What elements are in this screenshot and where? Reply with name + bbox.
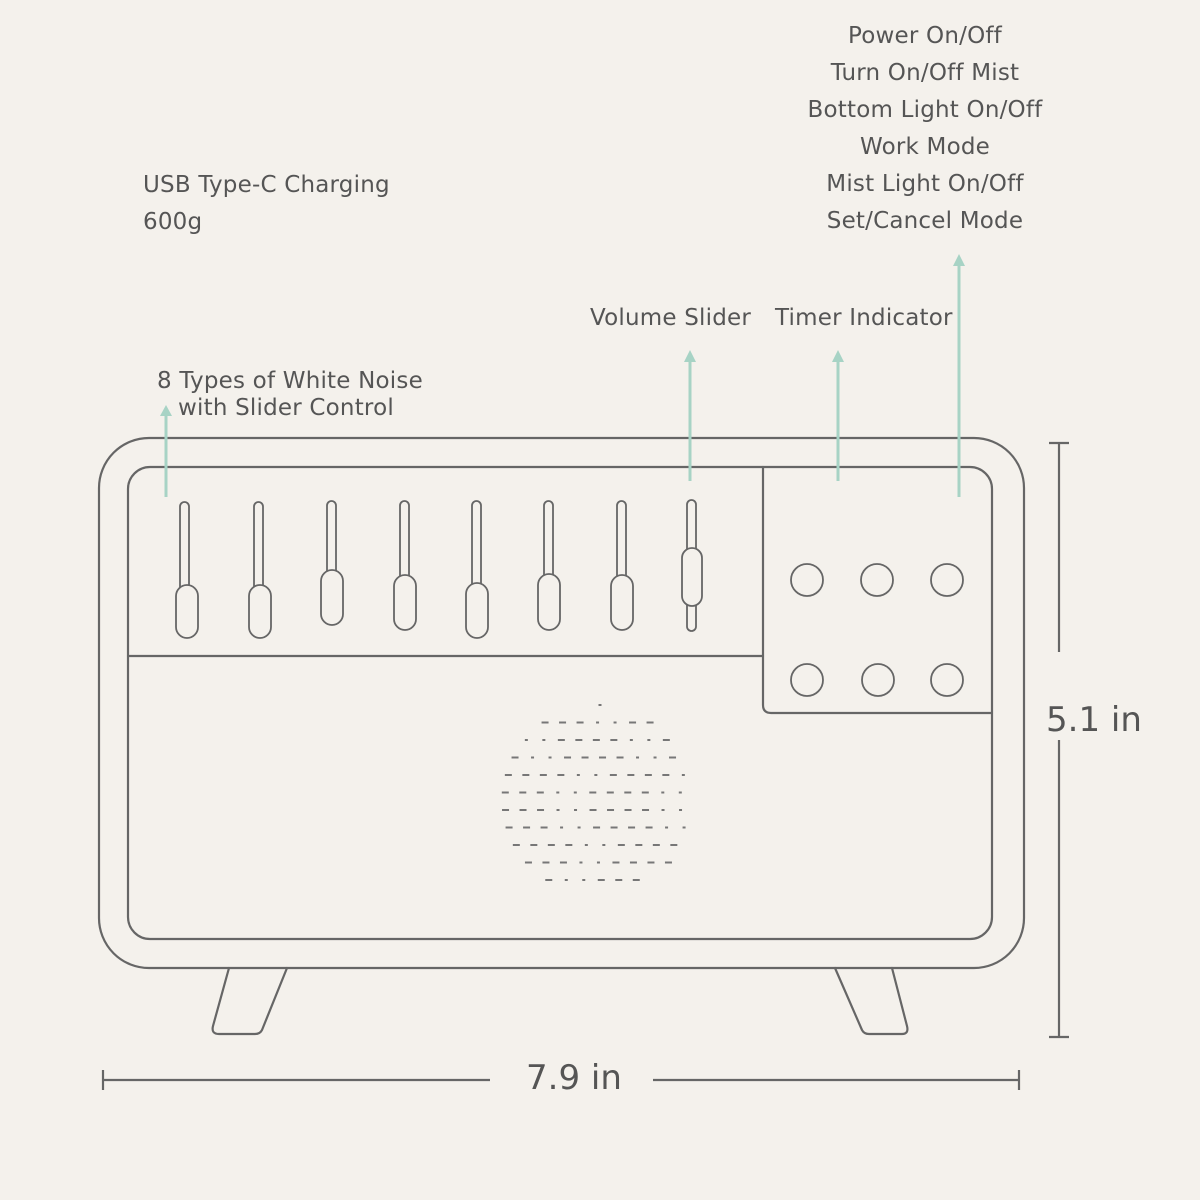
speaker-grille <box>501 704 686 881</box>
callout-button-5: Mist Light On/Off <box>826 171 1024 197</box>
height-dimension-label: 5.1 in <box>1046 700 1142 740</box>
spec-weight: 600g <box>143 209 203 235</box>
spec-charging: USB Type-C Charging <box>143 172 390 198</box>
left-leg <box>211 966 289 1036</box>
callout-white-noise: 8 Types of White Noise with Slider Contr… <box>157 368 423 422</box>
width-dimension-label: 7.9 in <box>526 1058 622 1098</box>
noise-slider-3[interactable] <box>320 500 344 626</box>
callout-white-noise-line2: with Slider Control <box>178 395 394 421</box>
noise-slider-2[interactable] <box>248 501 272 639</box>
button-mist[interactable] <box>860 563 894 597</box>
width-dimension-line <box>101 1070 1021 1090</box>
noise-slider-6[interactable] <box>537 500 561 631</box>
specs-block: USB Type-C Charging 600g <box>143 167 390 241</box>
callout-button-4: Work Mode <box>859 134 991 160</box>
callout-button-3: Bottom Light On/Off <box>807 97 1043 123</box>
button-bottom-light[interactable] <box>930 563 964 597</box>
button-mist-light[interactable] <box>861 663 895 697</box>
arrow-volume-slider <box>684 350 696 481</box>
callout-volume-slider: Volume Slider <box>590 305 752 331</box>
right-leg <box>833 966 909 1036</box>
noise-slider-5[interactable] <box>465 500 489 639</box>
callout-button-2: Turn On/Off Mist <box>830 60 1020 86</box>
button-set-cancel[interactable] <box>930 663 964 697</box>
callout-button-6: Set/Cancel Mode <box>826 208 1024 234</box>
device-outer-body <box>97 436 1026 970</box>
dimension-lines <box>101 441 1069 1090</box>
callout-timer-indicator: Timer Indicator <box>775 305 953 331</box>
button-work-mode[interactable] <box>790 663 824 697</box>
white-noise-sliders <box>175 499 703 639</box>
callout-buttons-list: Power On/Off Turn On/Off Mist Bottom Lig… <box>795 18 1055 240</box>
volume-slider[interactable] <box>681 499 703 632</box>
control-panel-box <box>761 465 994 715</box>
device-inner-panel <box>126 465 994 941</box>
button-power[interactable] <box>790 563 824 597</box>
height-dimension-line <box>1049 441 1069 1039</box>
callout-arrows <box>160 254 965 497</box>
callout-white-noise-line1: 8 Types of White Noise <box>157 368 423 394</box>
noise-slider-7[interactable] <box>610 500 634 631</box>
noise-slider-4[interactable] <box>393 500 417 631</box>
arrow-timer-indicator <box>832 350 844 481</box>
control-buttons <box>790 563 964 697</box>
callout-button-1: Power On/Off <box>848 23 1002 49</box>
noise-slider-1[interactable] <box>175 501 199 639</box>
arrow-buttons <box>953 254 965 497</box>
arrow-white-noise <box>160 405 172 497</box>
